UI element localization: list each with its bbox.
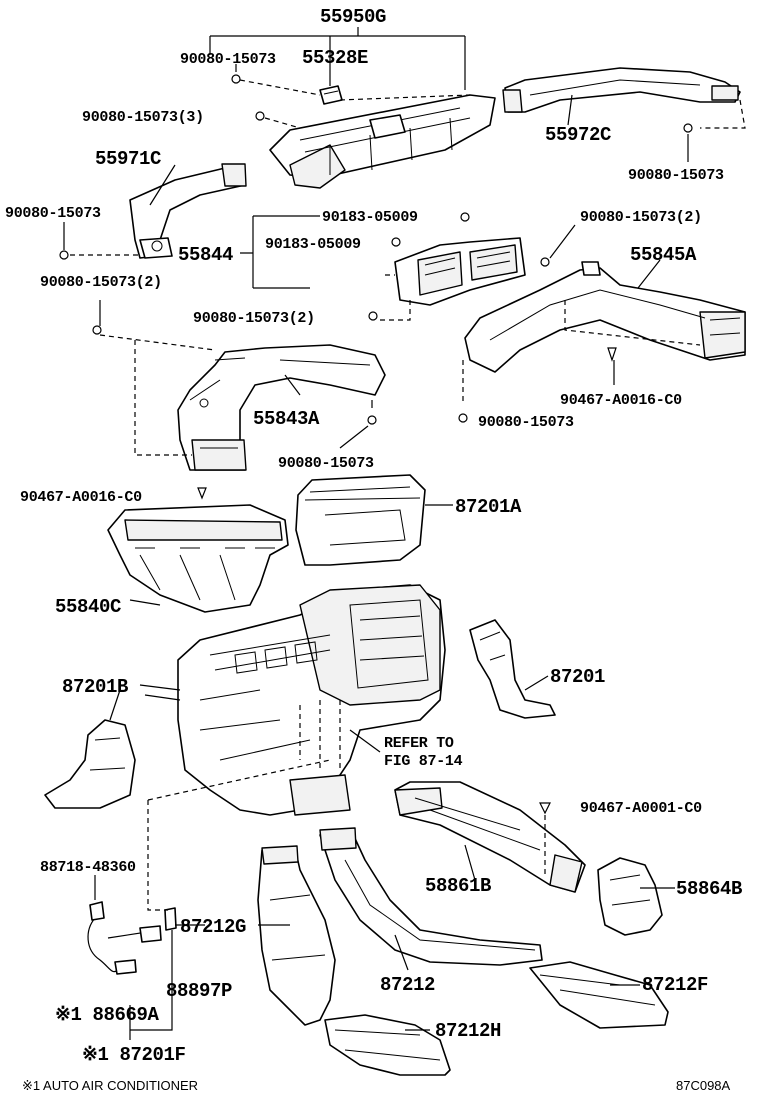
duct-87212H [324,1014,451,1076]
label-58864B: 58864B [676,878,742,900]
label-87212G: 87212G [180,916,246,938]
bolt-90080-2c [92,325,102,335]
bolt-90080-a [231,64,241,84]
label-88669A: ※1 88669A [55,1004,160,1026]
label-90080-15073-d: 90080-15073 [478,414,574,431]
duct-55845A [464,261,746,373]
bolt-90080-b [683,123,693,133]
label-55972C: 55972C [545,124,611,146]
sensor-88897P [164,907,177,931]
label-87201: 87201 [550,666,605,688]
label-55950G: 55950G [320,6,386,28]
clamp-88718 [89,901,105,921]
label-55845A: 55845A [630,244,697,266]
part-87201B [44,719,136,809]
bolt-90080-e [367,400,377,425]
label-refer-to: REFER TO [384,735,454,752]
label-55844: 55844 [178,244,233,266]
figure-code: 87C098A [676,1078,731,1093]
hose-88669A [87,917,162,975]
clip-90467-b [197,487,207,500]
clip-90467-a [607,347,617,362]
label-87212F: 87212F [642,974,708,996]
cover-87201A [295,474,426,566]
nut-90183-b [391,237,401,247]
label-90080-15073-2c: 90080-15073(2) [193,310,315,327]
label-90080-15073-b: 90080-15073 [628,167,724,184]
label-90080-15073-2b: 90080-15073(2) [40,274,162,291]
bracket-55950G-lines [209,27,466,90]
bolt-90080-3 [255,111,265,121]
label-87212: 87212 [380,974,435,996]
duct-58861B [394,781,586,893]
label-55328E: 55328E [302,47,368,69]
label-55840C: 55840C [55,596,121,618]
bolt-90080-2a [540,257,550,267]
nut-90183-a [460,212,470,222]
clip-90467-c [539,802,551,815]
duct-87212 [319,827,543,966]
label-90080-15073-a: 90080-15073 [180,51,276,68]
clip-55328E [319,85,343,105]
duct-55950G [269,94,496,189]
housing-55840C [107,504,289,613]
label-55971C: 55971C [95,148,161,170]
label-90467-A0016-C0-b: 90467-A0016-C0 [20,489,142,506]
label-88897P: 88897P [166,980,232,1002]
heater-unit [177,584,446,816]
label-90080-15073-e: 90080-15073 [278,455,374,472]
footer-note: ※1 AUTO AIR CONDITIONER [22,1078,198,1093]
bolt-90080-d [458,413,468,423]
label-87201A: 87201A [455,496,522,518]
label-90183-05009-b: 90183-05009 [265,236,361,253]
part-58864B [597,857,663,936]
duct-87212G [257,845,336,1026]
bolt-90080-c [59,250,69,260]
label-90080-15073-2a: 90080-15073(2) [580,209,702,226]
label-90467-A0001-C0: 90467-A0001-C0 [580,800,702,817]
label-fig-87-14: FIG 87-14 [384,753,463,770]
duct-87212F [529,961,669,1029]
label-88718-48360: 88718-48360 [40,859,136,876]
bolt-90080-2b [368,311,378,321]
label-87201F: ※1 87201F [82,1044,186,1066]
label-90080-15073-3: 90080-15073(3) [82,109,204,126]
label-87212H: 87212H [435,1020,501,1042]
label-90183-05009-a: 90183-05009 [322,209,418,226]
label-87201B: 87201B [62,676,128,698]
label-90467-A0016-C0-a: 90467-A0016-C0 [560,392,682,409]
part-87201 [469,619,556,719]
label-58861B: 58861B [425,875,491,897]
label-55843A: 55843A [253,408,320,430]
duct-55843A [177,344,386,471]
label-90080-15073-c: 90080-15073 [5,205,101,222]
duct-55972C [502,67,741,113]
vent-55844 [394,237,526,306]
